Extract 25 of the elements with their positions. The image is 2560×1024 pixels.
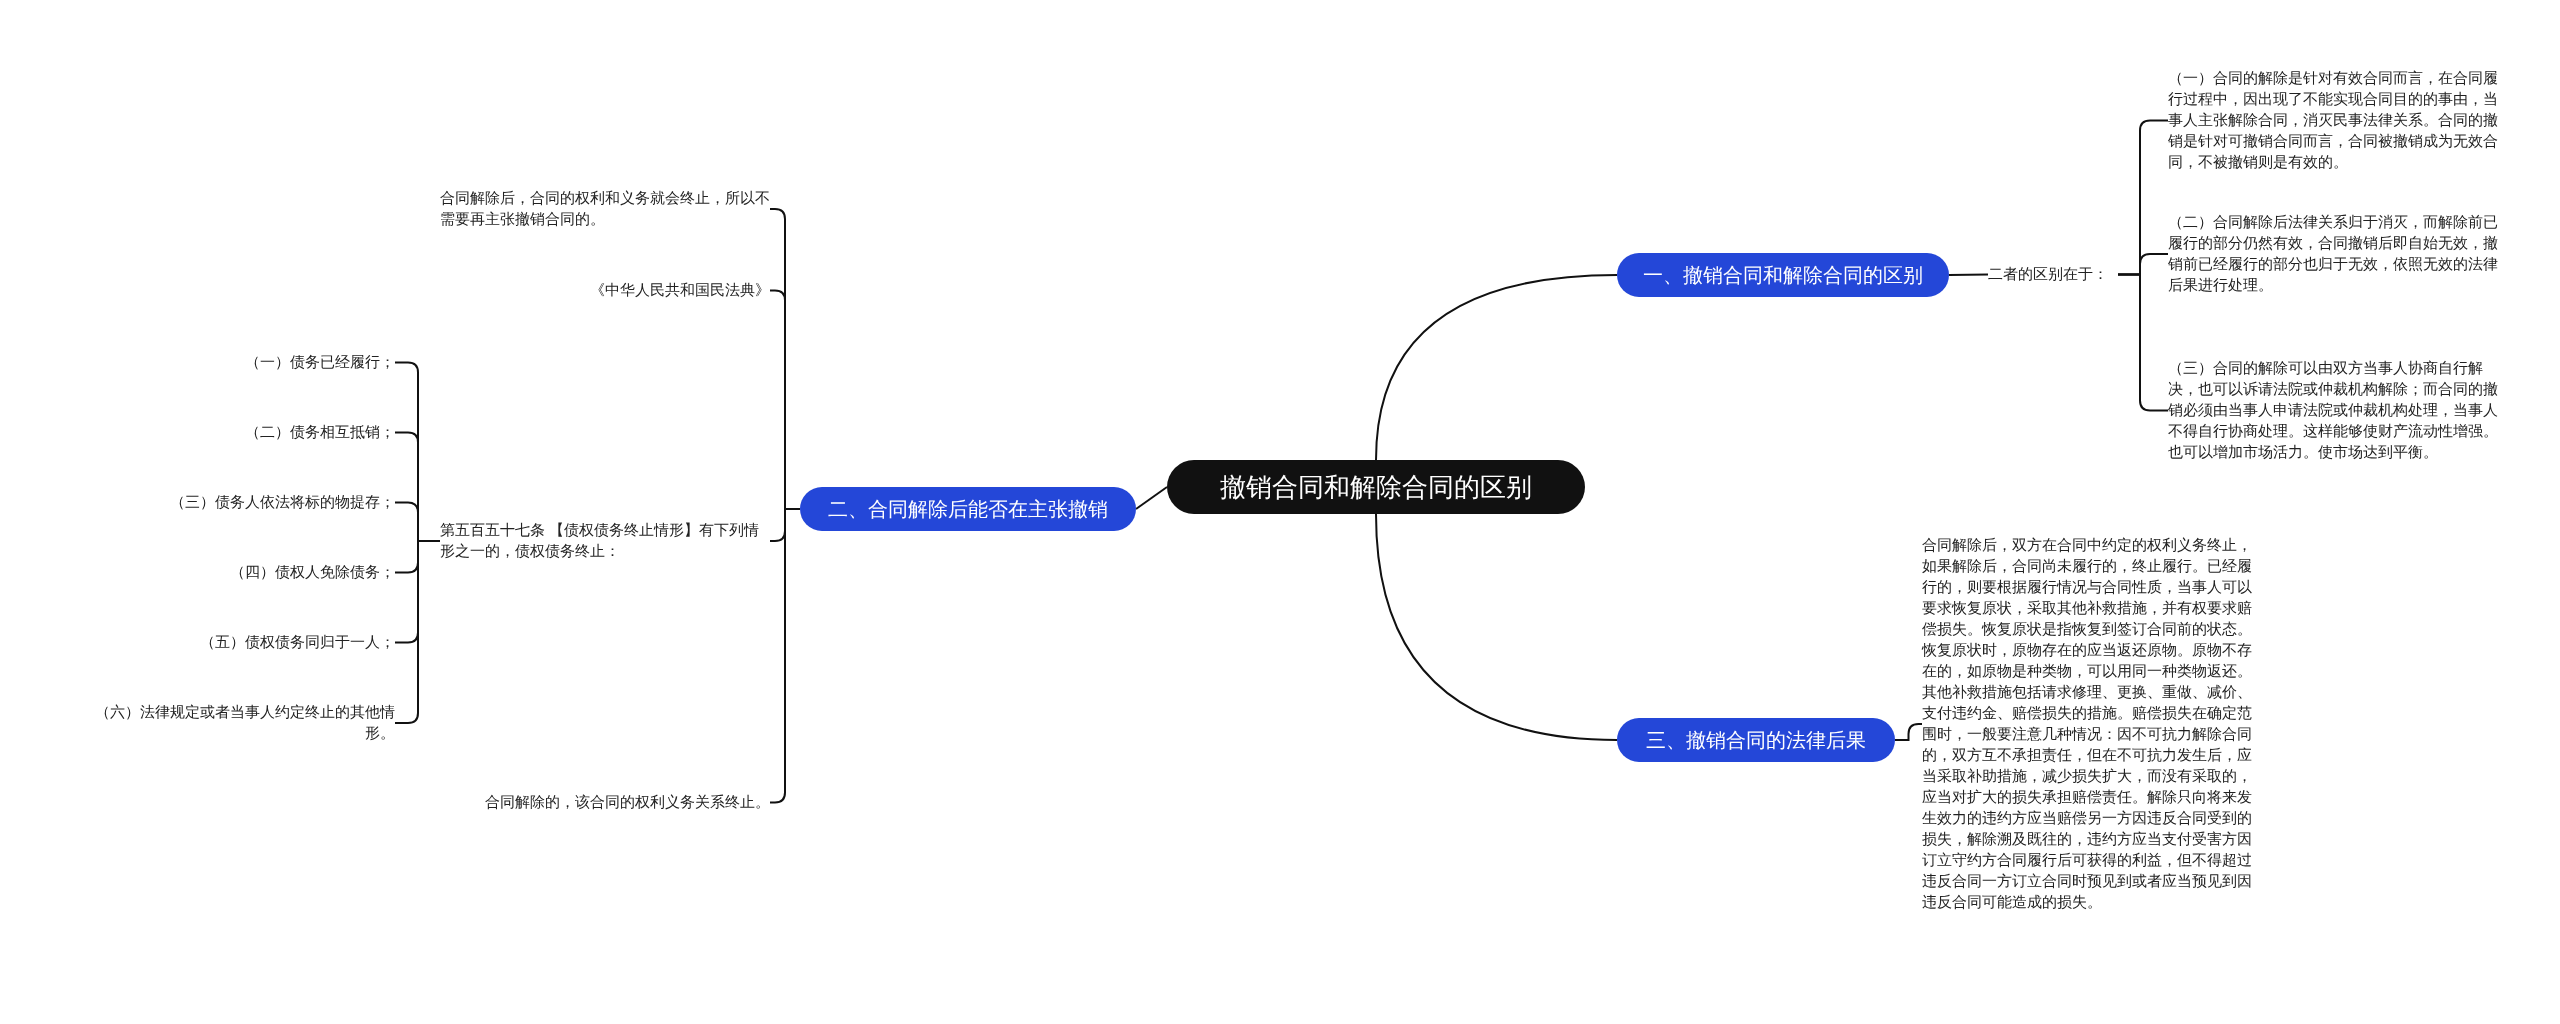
topic-text: （三）债务人依法将标的物提存； bbox=[100, 492, 395, 513]
topic-text: 合同解除的，该合同的权利义务关系终止。 bbox=[440, 792, 770, 813]
branch-topic: 一、撤销合同和解除合同的区别 bbox=[1617, 253, 1949, 297]
connector-line bbox=[1375, 274, 1618, 461]
topic-text: （二）合同解除后法律关系归于消灭，而解除前已履行的部分仍然有效，合同撤销后即自始无效，撤销前已经履行的部分也归于无效，依照无效的法律后果进行处理。 bbox=[2168, 212, 2498, 296]
topic-text: （一）合同的解除是针对有效合同而言，在合同履行过程中，因出现了不能实现合同目的的事由，当事人主张解除合同，消灭民事法律关系。合同的撤销是针对可撤销合同而言，合同被撤销成为无效合同，不被撤销则是有效的。 bbox=[2168, 68, 2498, 173]
topic-text: 第五百五十七条 【债权债务终止情形】有下列情形之一的，债权债务终止： bbox=[440, 520, 770, 562]
topic-text: 合同解除后，双方在合同中约定的权利义务终止，如果解除后，合同尚未履行的，终止履行。已经履行的，则要根据履行情况与合同性质，当事人可以要求恢复原状，采取其他补救措施，并有权要求赔偿损失。恢复原状是指恢复到签订合同前的状态。恢复原状时，原物存在的应当返还原物。原物不存在的，如原物是种类物，可以用同一种类物返还。其他补救措施包括请求修理、更换、重做、减价、支付违约金、赔偿损失的措施。赔偿损失在确定范围时，一般要注意几种情况：因不可抗力解除合同的，双方互不承担责任，但在不可抗力发生后，应当采取补助措施，减少损失扩大，而没有采取的，应当对扩大的损失承担赔偿责任。解除只向将来发生效力的违约方应当赔偿另一方因违反合同受到的损失，解除溯及既往的，违约方应当支付受害方因订立守约方合同履行后可获得的利益，但不得超过违反合同一方订立合同时预见到或者应当预见到因违反合同可能造成的损失。 bbox=[1922, 535, 2254, 913]
connector-line bbox=[1894, 723, 1923, 741]
branch-topic: 三、撤销合同的法律后果 bbox=[1617, 718, 1895, 762]
branch-topic: 二、合同解除后能否在主张撤销 bbox=[800, 487, 1136, 531]
central-topic: 撤销合同和解除合同的区别 bbox=[1167, 460, 1585, 514]
connector-line bbox=[1948, 273, 1989, 276]
topic-text: （五）债权债务同归于一人； bbox=[140, 632, 395, 653]
topic-text: （一）债务已经履行； bbox=[140, 352, 395, 373]
topic-text: （二）债务相互抵销； bbox=[140, 422, 395, 443]
topic-text: 二者的区别在于： bbox=[1988, 264, 2118, 285]
topic-text: 《中华人民共和国民法典》 bbox=[560, 280, 770, 301]
topic-text: （六）法律规定或者当事人约定终止的其他情形。 bbox=[70, 702, 395, 744]
topic-text: （三）合同的解除可以由双方当事人协商自行解决，也可以诉请法院或仲裁机构解除；而合同的撤销必须由当事人申请法院或仲裁机构处理，当事人不得自行协商处理。这样能够使财产流动性增强。也可以增加市场活力。使市场达到平衡。 bbox=[2168, 358, 2498, 463]
topic-text: 合同解除后，合同的权利和义务就会终止，所以不需要再主张撤销合同的。 bbox=[440, 188, 770, 230]
connector-line bbox=[1375, 513, 1618, 741]
topic-text: （四）债权人免除债务； bbox=[140, 562, 395, 583]
connector-line bbox=[1135, 486, 1168, 510]
connector-line bbox=[769, 508, 801, 804]
